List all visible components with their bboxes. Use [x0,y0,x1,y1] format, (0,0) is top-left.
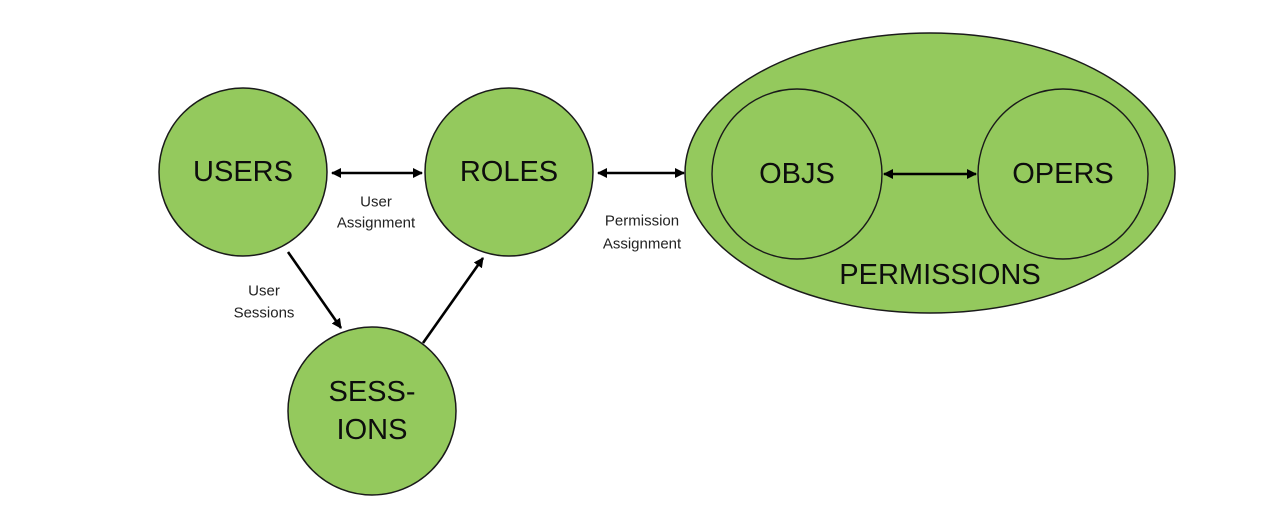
roles-label: ROLES [460,156,558,188]
sessions-label-line2: IONS [337,414,408,446]
sessions-node [287,326,457,496]
permission-assignment-label-line1: Permission [605,213,679,230]
opers-label: OPERS [1012,158,1114,190]
session-roles-arrow [421,257,485,344]
permissions-label: PERMISSIONS [839,259,1040,291]
objs-label: OBJS [759,158,835,190]
user-sessions-label-line1: User [248,283,280,300]
sessions-label-line1: SESS- [328,376,415,408]
user-sessions-label-line2: Sessions [234,305,295,322]
user-assignment-label-line1: User [360,194,392,211]
user-assignment-label-line2: Assignment [337,215,416,232]
users-node [158,87,328,257]
users-label: USERS [193,156,293,188]
user-sessions-arrow [286,251,343,329]
opers-ring [977,88,1149,260]
roles-node [424,87,594,257]
permission-assignment-label-line2: Assignment [603,236,682,253]
objs-ring [711,88,883,260]
